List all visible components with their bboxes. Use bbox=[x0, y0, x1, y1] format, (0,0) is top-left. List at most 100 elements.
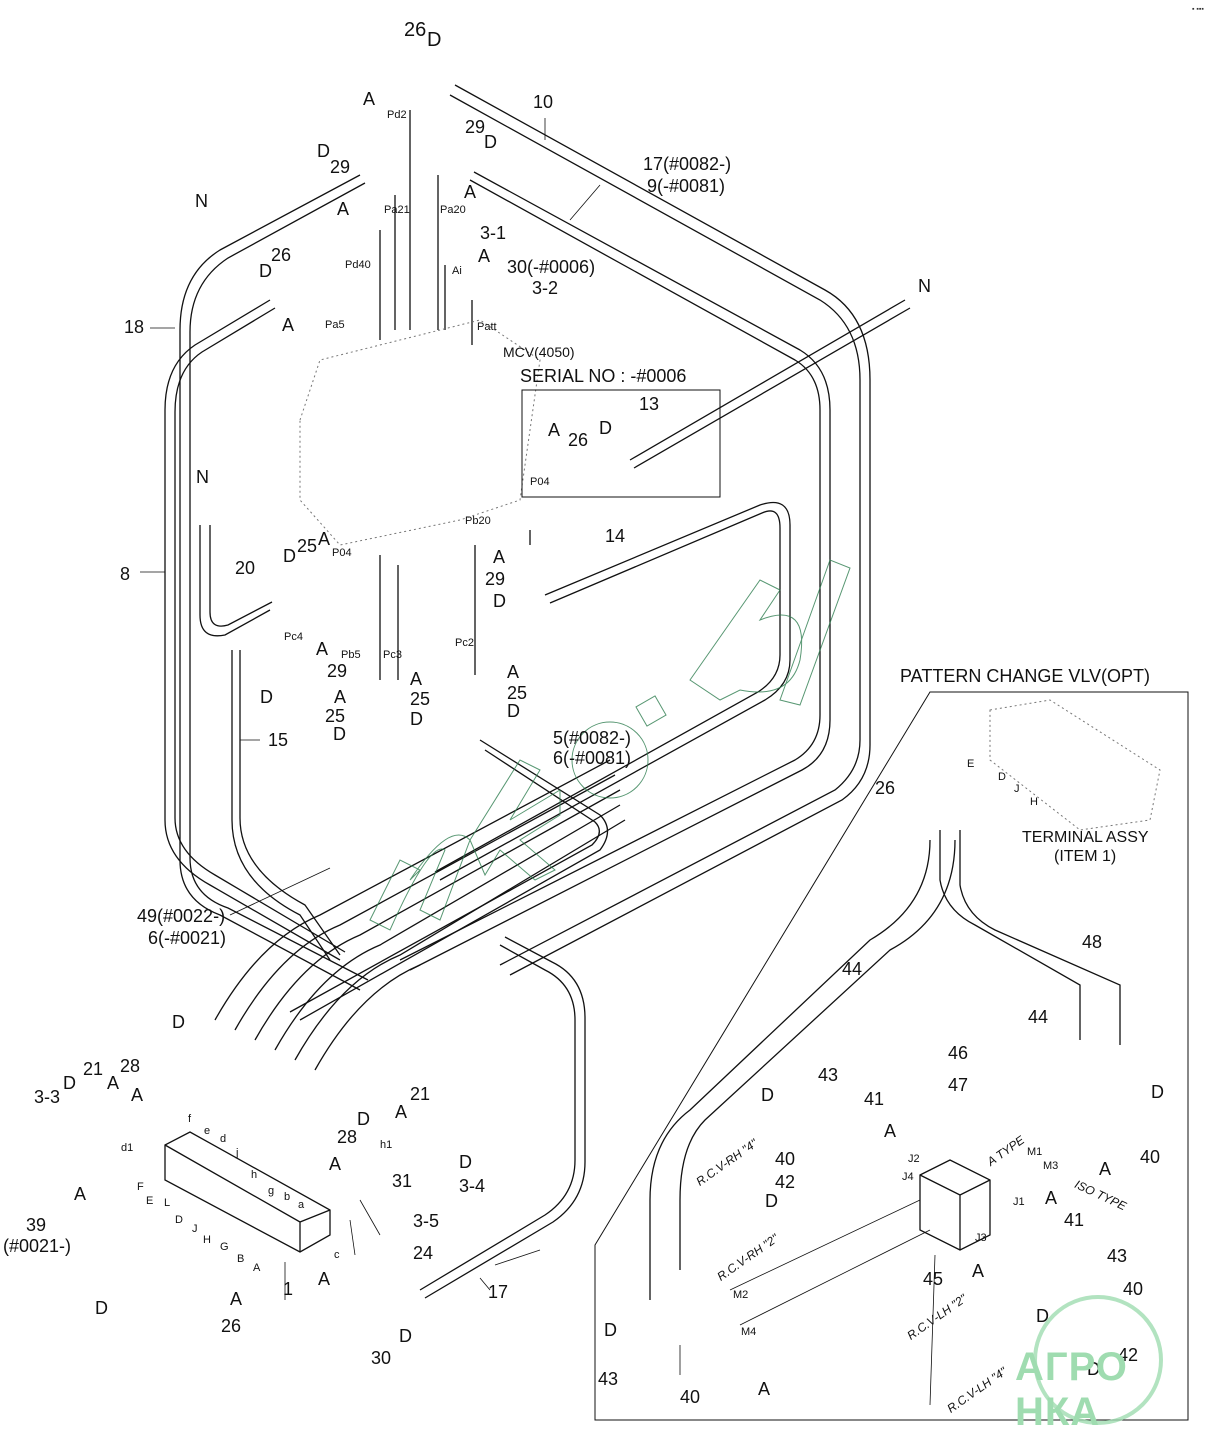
port-H: H bbox=[203, 1234, 211, 1246]
callout-a: A bbox=[410, 669, 423, 689]
port-g: g bbox=[268, 1185, 275, 1197]
callout-25: 25 bbox=[410, 689, 431, 709]
callout-21: 21 bbox=[410, 1084, 431, 1104]
callout-28: 28 bbox=[337, 1127, 358, 1147]
agro-logo-circle bbox=[1033, 1295, 1163, 1425]
pattern-change-box bbox=[594, 691, 1189, 1421]
port-f: f bbox=[188, 1113, 192, 1125]
port-pa20: Pa20 bbox=[440, 204, 466, 216]
callout-a: A bbox=[230, 1289, 243, 1309]
callout-46: 46 bbox=[948, 1043, 969, 1063]
terminal-block bbox=[164, 1131, 331, 1253]
callout-1: 1 bbox=[283, 1279, 294, 1299]
callout-5: 5(#0082-) bbox=[553, 728, 632, 748]
port-B: B bbox=[237, 1253, 245, 1265]
port-E: E bbox=[967, 758, 975, 770]
callout-d: D bbox=[317, 141, 330, 161]
callout-a: A bbox=[316, 639, 329, 659]
callout-a: A bbox=[131, 1085, 144, 1105]
callout-a: A bbox=[758, 1379, 771, 1399]
terminal-assy-label: TERMINAL ASSY bbox=[1022, 829, 1149, 846]
callout-30: 30 bbox=[371, 1348, 392, 1368]
callout-25: 25 bbox=[507, 683, 528, 703]
callout-48: 48 bbox=[1082, 932, 1103, 952]
callout-d: D bbox=[459, 1152, 472, 1172]
hose-17-bottom bbox=[419, 944, 576, 1291]
callout-40: 40 bbox=[680, 1387, 701, 1407]
callout-n: N bbox=[196, 467, 209, 487]
port-J1: J1 bbox=[1013, 1196, 1025, 1208]
hose-20 bbox=[199, 525, 271, 637]
callout-d: D bbox=[765, 1191, 778, 1211]
callout-a: A bbox=[548, 420, 561, 440]
callout-29: 29 bbox=[327, 661, 348, 681]
callout-d: D bbox=[761, 1085, 774, 1105]
callout-a: A bbox=[478, 246, 491, 266]
callout-31: 31 bbox=[392, 1171, 413, 1191]
port-J: J bbox=[192, 1223, 198, 1235]
callout-a: A bbox=[363, 89, 376, 109]
port-h1: h1 bbox=[380, 1139, 393, 1151]
port-pc2: Pc2 bbox=[455, 637, 474, 649]
callout-a: A bbox=[74, 1184, 87, 1204]
callout-9: 9(-#0081) bbox=[647, 176, 726, 196]
callout-a: A bbox=[318, 529, 331, 549]
callout-45: 45 bbox=[923, 1269, 944, 1289]
port-ai: Ai bbox=[452, 265, 462, 277]
callout-17: 17 bbox=[488, 1282, 509, 1302]
callout-30: 30(-#0006) bbox=[507, 257, 596, 277]
port-b: b bbox=[284, 1191, 291, 1203]
callout-43: 43 bbox=[1107, 1246, 1128, 1266]
port-pc4: Pc4 bbox=[284, 631, 303, 643]
callout-21: 21 bbox=[83, 1059, 104, 1079]
callout-42: 42 bbox=[1118, 1345, 1139, 1365]
port-G: G bbox=[220, 1241, 229, 1253]
callout-a: A bbox=[493, 547, 506, 567]
port-pc3: Pc3 bbox=[383, 649, 402, 661]
port-D: D bbox=[175, 1214, 183, 1226]
port-pb5: Pb5 bbox=[341, 649, 361, 661]
hose-18 bbox=[179, 174, 361, 991]
callout-d: D bbox=[427, 29, 442, 51]
port-L: L bbox=[164, 1197, 171, 1209]
hose-8 bbox=[164, 299, 341, 961]
port-M1: M1 bbox=[1027, 1146, 1043, 1158]
callout-10: 10 bbox=[533, 92, 554, 112]
callout-29: 29 bbox=[330, 157, 351, 177]
callout-40: 40 bbox=[1123, 1279, 1144, 1299]
serial-box bbox=[521, 389, 721, 498]
callout-49: 49(#0022-) bbox=[137, 906, 226, 926]
corner-mark: ▪ ▪▪▪ bbox=[1192, 6, 1204, 13]
callout-d: D bbox=[259, 261, 272, 281]
callout-d: D bbox=[1036, 1306, 1049, 1326]
port-pd2: Pd2 bbox=[387, 109, 407, 121]
mcv-block bbox=[299, 319, 541, 546]
callout-d: D bbox=[507, 701, 520, 721]
callout-a: A bbox=[972, 1261, 985, 1281]
callout-d: D bbox=[484, 132, 497, 152]
callout-a: A bbox=[395, 1102, 408, 1122]
callout-26: 26 bbox=[271, 245, 292, 265]
callout-a: A bbox=[337, 199, 350, 219]
port-E: E bbox=[146, 1195, 154, 1207]
port-H: H bbox=[1030, 796, 1038, 808]
callout-d: D bbox=[399, 1326, 412, 1346]
port-p04: P04 bbox=[332, 547, 352, 559]
hose-17-9 bbox=[399, 179, 821, 961]
port-pa21: Pa21 bbox=[384, 204, 410, 216]
callout-d: D bbox=[493, 591, 506, 611]
callout-d: D bbox=[599, 418, 612, 438]
callout-26-top: 26 bbox=[404, 19, 427, 41]
callout-3-3: 3-3 bbox=[34, 1087, 61, 1107]
callout-a: A bbox=[318, 1269, 331, 1289]
callout-n: N bbox=[195, 191, 208, 211]
port-h: h bbox=[251, 1169, 258, 1181]
callout-d: D bbox=[172, 1012, 185, 1032]
port-pb20: Pb20 bbox=[465, 515, 491, 527]
callout-d: D bbox=[1151, 1082, 1164, 1102]
callout-44: 44 bbox=[842, 959, 863, 979]
callout-a: A bbox=[1099, 1159, 1112, 1179]
mcv-label: MCV(4050) bbox=[503, 344, 575, 360]
pattern-valve-block bbox=[919, 1159, 991, 1251]
